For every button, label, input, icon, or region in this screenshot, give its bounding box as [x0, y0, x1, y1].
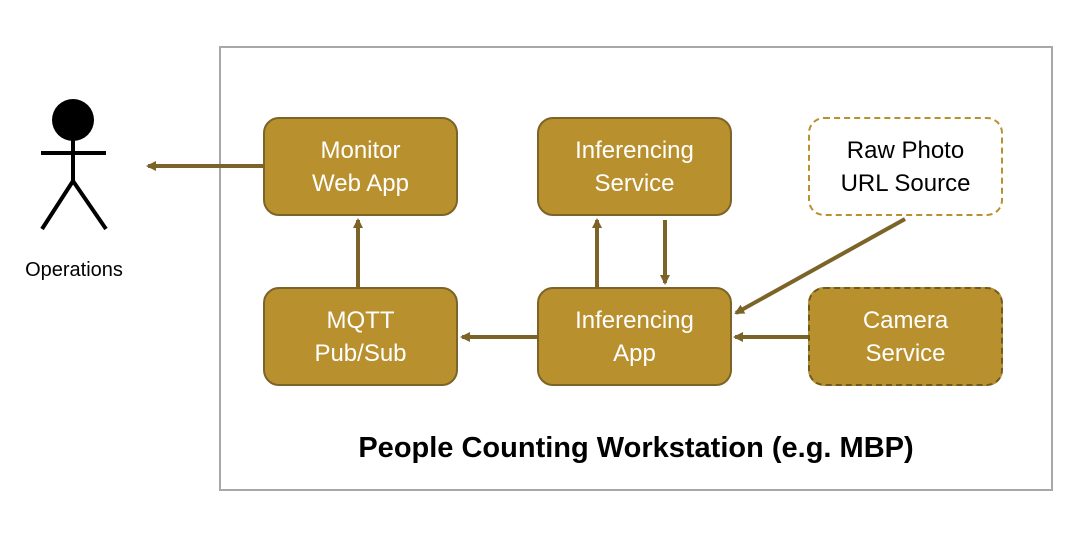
node-raw-photo-url-source: Raw Photo URL Source	[808, 117, 1003, 216]
person-icon	[40, 99, 108, 231]
node-camera-service: Camera Service	[808, 287, 1003, 386]
node-inferencing-service: Inferencing Service	[537, 117, 732, 216]
workstation-title: People Counting Workstation (e.g. MBP)	[358, 432, 914, 464]
node-monitor-web-app: Monitor Web App	[263, 117, 458, 216]
node-inferencing-app: Inferencing App	[537, 287, 732, 386]
actor-label-operations: Operations	[25, 259, 123, 281]
node-mqtt-pubsub: MQTT Pub/Sub	[263, 287, 458, 386]
workstation-frame	[219, 46, 1053, 491]
arrow-raw-photo-to-app	[734, 217, 906, 315]
